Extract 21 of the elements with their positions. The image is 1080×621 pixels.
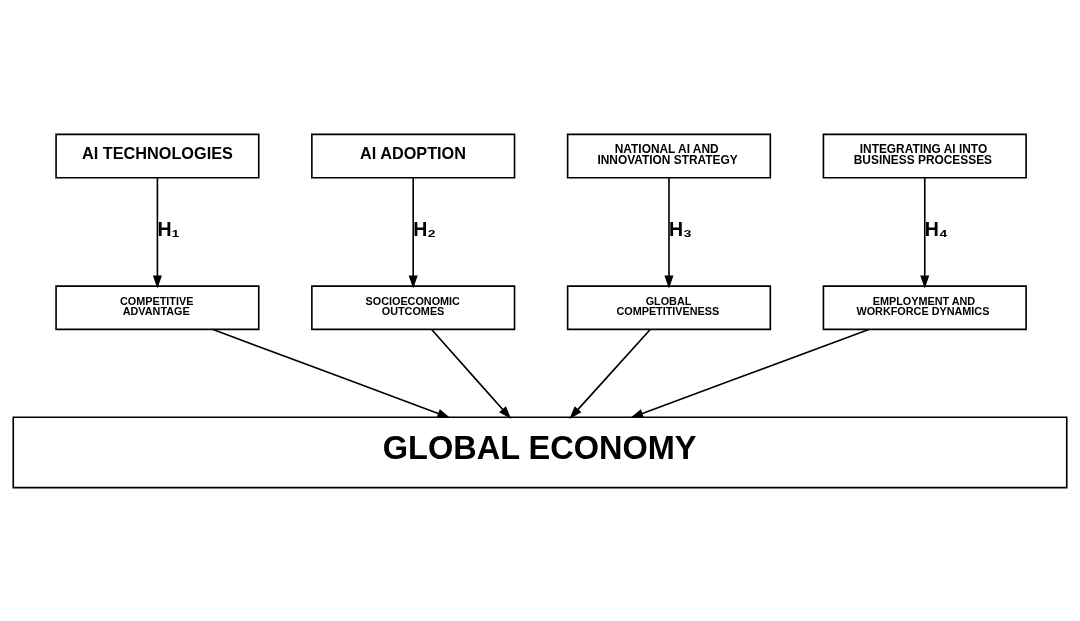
arrow — [212, 328, 451, 418]
arrow — [630, 328, 870, 418]
node-box: SOCIOECONOMIC OUTCOMES — [311, 284, 516, 330]
arrow — [408, 176, 418, 288]
edge-label: H₂ — [413, 217, 436, 240]
node-box: GLOBAL COMPETITIVENESS — [566, 284, 772, 330]
node-box: NATIONAL AI AND INNOVATION STRATEGY — [566, 133, 772, 178]
arrow — [430, 328, 512, 419]
arrow — [920, 176, 930, 288]
edge-label: H₄ — [924, 217, 949, 240]
node-box: COMPETITIVE ADVANTAGE — [55, 284, 260, 330]
node-box: GLOBAL ECONOMY — [12, 415, 1068, 488]
arrow — [664, 176, 674, 288]
node-box: EMPLOYMENT AND WORKFORCE DYNAMICS — [822, 284, 1027, 330]
arrow — [152, 176, 162, 288]
edge-label: H₁ — [157, 217, 180, 240]
arrow — [569, 328, 652, 419]
node-box: AI TECHNOLOGIES — [55, 133, 260, 178]
edge-label: H₃ — [668, 217, 693, 240]
node-box: INTEGRATING AI INTO BUSINESS PROCESSES — [822, 133, 1027, 178]
node-box: AI ADOPTION — [311, 133, 516, 178]
